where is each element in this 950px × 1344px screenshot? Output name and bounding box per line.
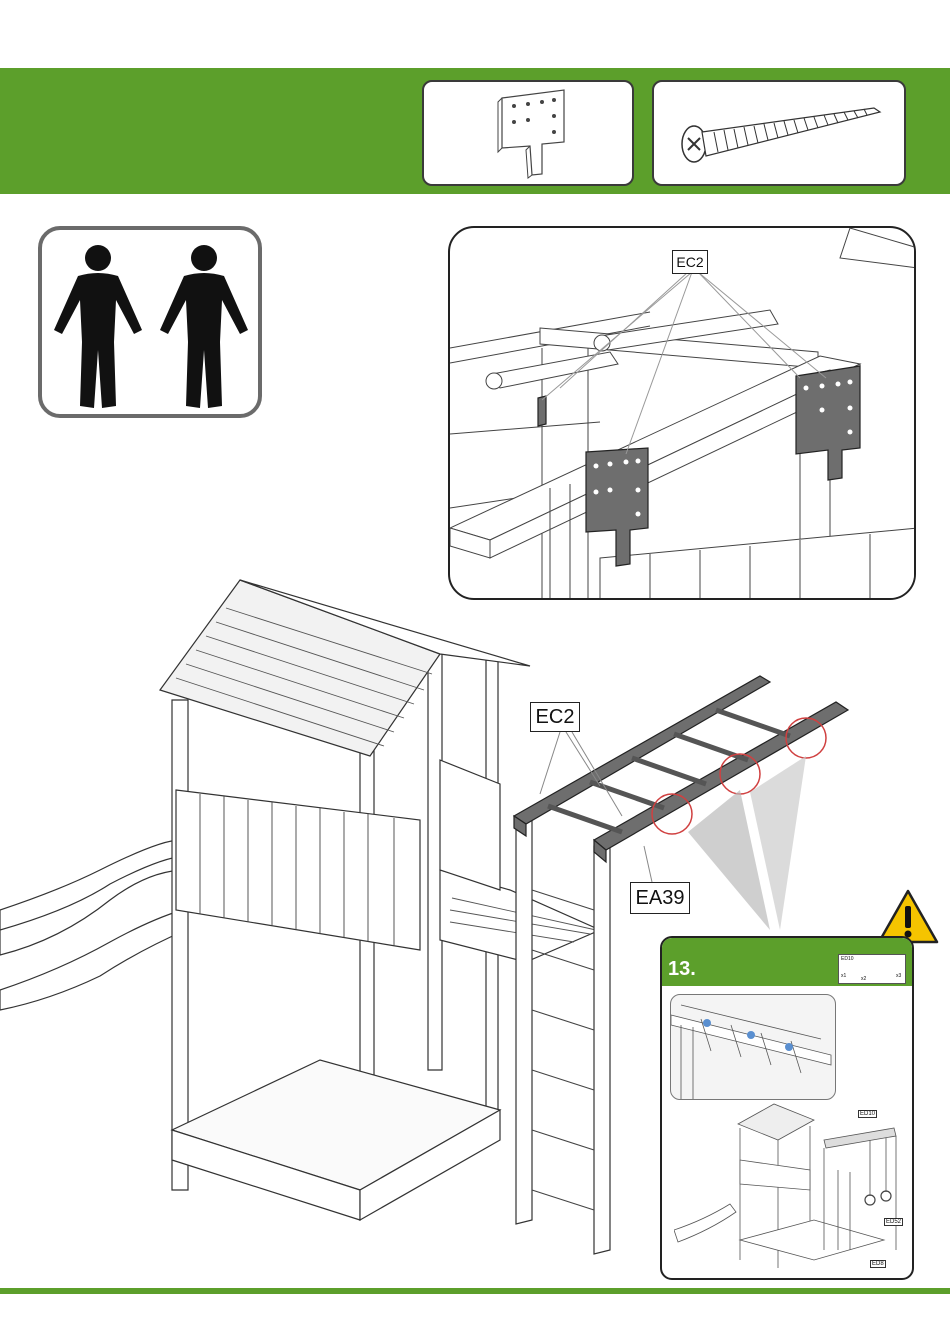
step-header: 13. ED10 x1 x2 x3 xyxy=(662,938,912,986)
part-card-bracket xyxy=(422,80,634,186)
step-label-ed10: ED10 xyxy=(858,1110,877,1118)
step-detail-inset xyxy=(670,994,836,1100)
step-detail-drawing xyxy=(671,995,835,1099)
screw-icon xyxy=(654,82,904,184)
footer-line xyxy=(0,1288,950,1294)
step-reference-panel: 13. ED10 x1 x2 x3 xyxy=(660,936,914,1280)
step-part-qty-3: x3 xyxy=(896,973,901,979)
step-part-qty-2: x2 xyxy=(861,976,866,982)
step-overview-drawing xyxy=(674,1100,910,1276)
step-part-qty-1: x1 xyxy=(841,973,846,979)
detail-inset xyxy=(448,226,916,600)
detail-drawing xyxy=(450,228,916,600)
step-parts-box: ED10 x1 x2 x3 xyxy=(838,954,906,984)
step-label-ed8: ED8 xyxy=(870,1260,886,1268)
step-part-code: ED10 xyxy=(841,956,854,962)
detail-callout-label: EC2 xyxy=(672,250,708,274)
main-callout-ec2: EC2 xyxy=(530,702,580,732)
two-persons-panel xyxy=(38,226,262,418)
part-card-screw xyxy=(652,80,906,186)
main-callout-ea39: EA39 xyxy=(630,882,690,914)
two-persons-icon xyxy=(42,230,258,414)
corner-bracket-icon xyxy=(424,82,632,184)
step-label-ed52: ED52 xyxy=(884,1218,903,1226)
step-number: 13. xyxy=(668,958,696,981)
